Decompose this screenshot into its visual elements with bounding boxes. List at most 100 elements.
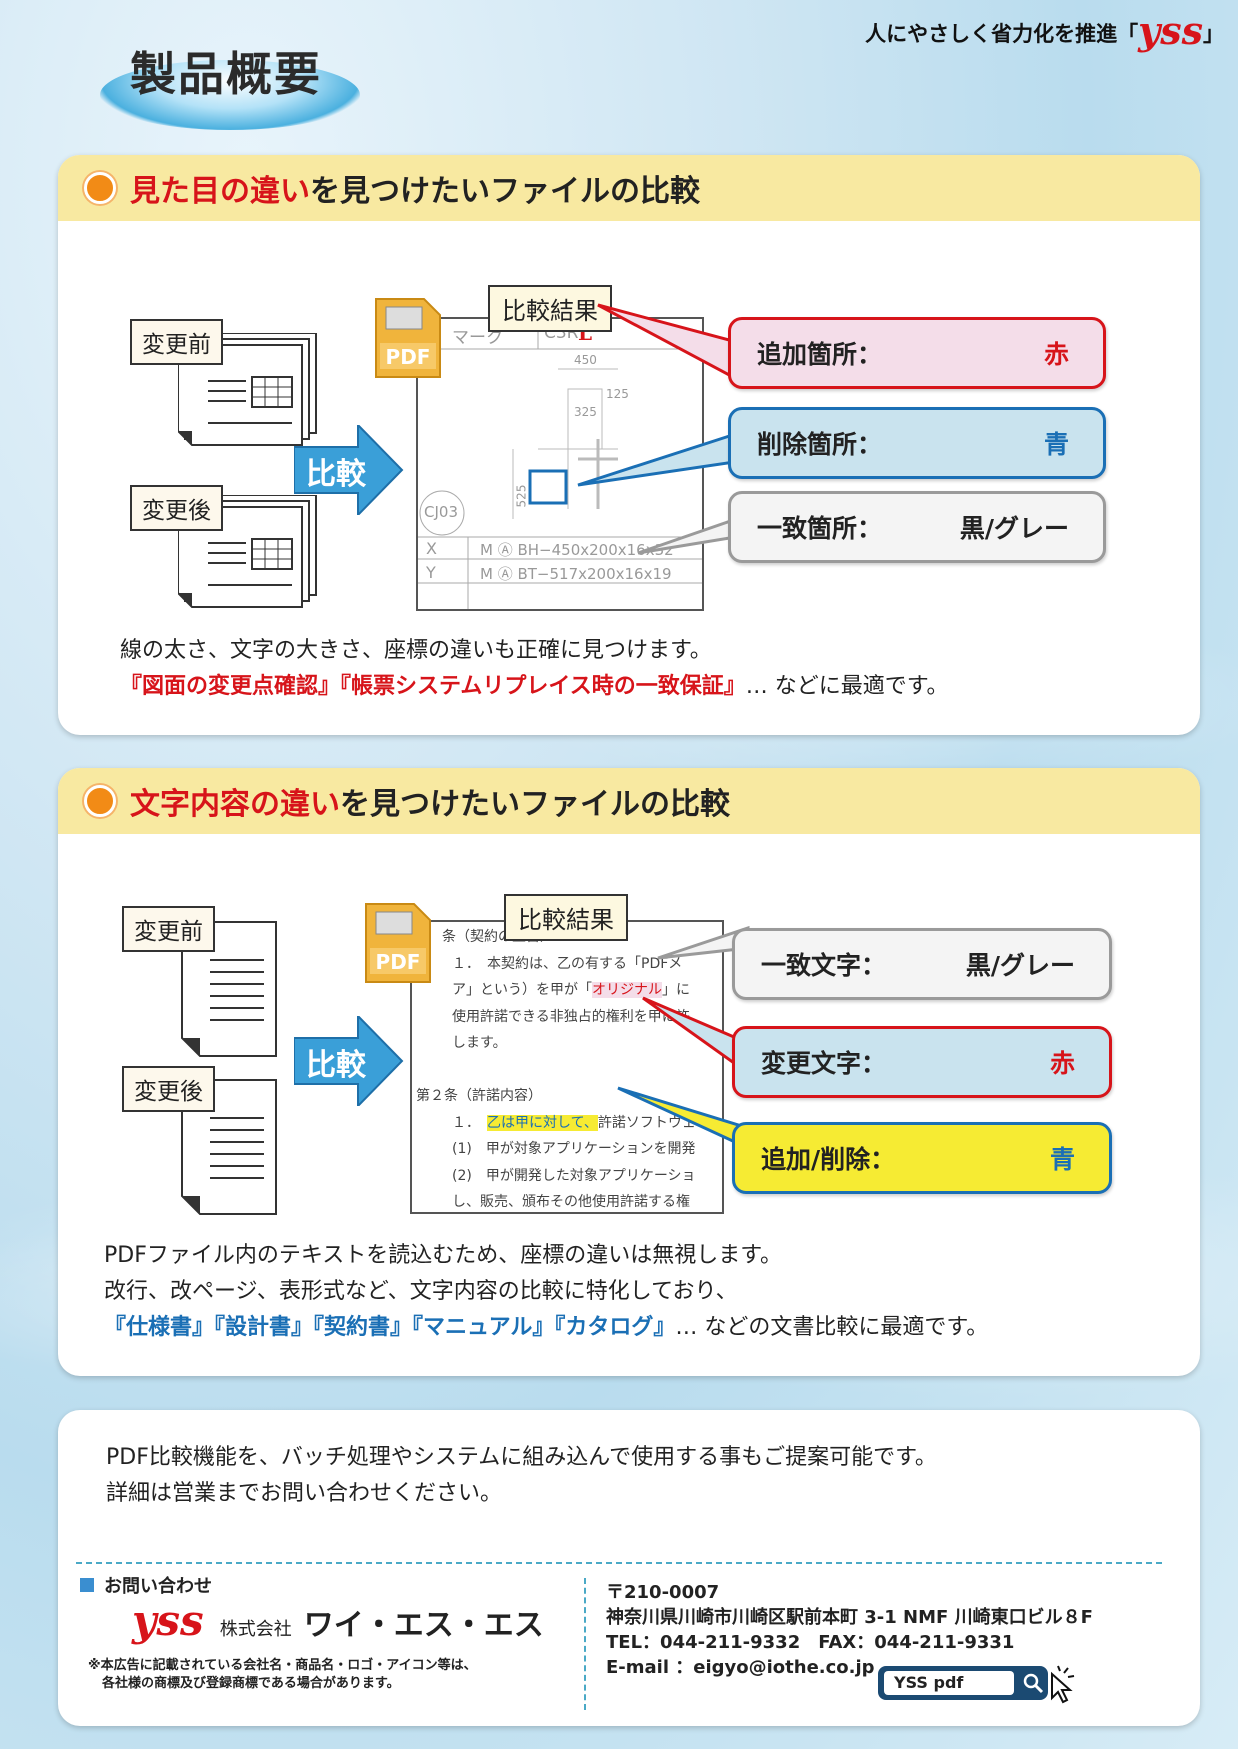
company-name: ワイ・エス・エス — [303, 1608, 544, 1643]
panel-heading-text: 見た目の違いを見つけたいファイルの比較 — [130, 166, 700, 210]
callout-value: 青 — [1043, 430, 1069, 459]
drawing-row-value: M Ⓐ BH−450x200x16x32 — [480, 541, 674, 559]
result-text-line: 第２条（許諾内容） — [416, 1088, 542, 1104]
callout-key: 追加箇所： — [757, 340, 883, 369]
drawing-row-key: X — [426, 539, 437, 558]
slogan: 人にやさしく省力化を推進「yss」 — [865, 8, 1224, 53]
search-box[interactable]: YSS pdf — [878, 1666, 1048, 1700]
callout-value: 青 — [1049, 1145, 1075, 1174]
drawing-document-icon — [178, 333, 317, 446]
description-line: 『仕様書』『設計書』『契約書』『マニュアル』『カタログ』… などの文書比較に最適… — [104, 1310, 988, 1346]
usecase-highlight: 『帳票システムリプレイス時の一致保証』 — [340, 674, 746, 699]
inquiry-heading: お問い合わせ — [80, 1572, 212, 1598]
section1-description: 線の太さ、文字の大きさ、座標の違いも正確に見つけます。 『図面の変更点確認』『帳… — [120, 633, 949, 705]
result-text-line: します。 — [452, 1035, 507, 1051]
address-block: 〒210-0007 神奈川県川崎市川崎区駅前本町 3-1 NMF 川崎東口ビル８… — [606, 1580, 1093, 1680]
callout-matched: 一致箇所： 黒/グレー — [728, 491, 1106, 563]
doctype-highlight: 『契約書』 — [313, 1315, 413, 1340]
slogan-close: 」 — [1203, 22, 1224, 46]
panel-heading: 文字内容の違いを見つけたいファイルの比較 — [58, 768, 1200, 834]
right-arrow-icon — [294, 1016, 404, 1106]
result-text-line: (1) 甲が対象アプリケーションを開発 — [452, 1141, 696, 1157]
drawing-lines — [418, 319, 702, 609]
text-document-icon — [181, 1079, 277, 1215]
description-line: PDFファイル内のテキストを読込むため、座標の違いは無視します。 — [104, 1243, 783, 1268]
yss-logo: yss — [132, 1596, 204, 1645]
result-text-line: ア」という）を甲が「オリジナル」に — [452, 982, 690, 998]
trademark-note: 各社様の商標及び登録商標である場合があります。 — [102, 1676, 400, 1691]
page-title: 製品概要 — [130, 47, 322, 101]
callout-key: 削除箇所： — [757, 430, 883, 459]
callout-deleted: 削除箇所： 青 — [728, 407, 1106, 479]
changed-text-highlight: オリジナル — [592, 982, 662, 998]
result-label: 比較結果 — [504, 894, 628, 941]
result-text-lines: 条（契約の主旨）１． 本契約は、乙の有する「PDFメア」という）を甲が「オリジナ… — [412, 924, 696, 1212]
visual-compare-panel: 見た目の違いを見つけたいファイルの比較 変更前 変更後 比較 — [58, 155, 1200, 735]
description-line: 『図面の変更点確認』『帳票システムリプレイス時の一致保証』… などに最適です。 — [120, 669, 949, 705]
before-label: 変更前 — [130, 319, 223, 365]
company-prefix: 株式会社 — [219, 1619, 292, 1640]
after-label: 変更後 — [130, 485, 223, 531]
divider — [76, 1562, 1162, 1564]
text-compare-panel: 文字内容の違いを見つけたいファイルの比較 変更前 変更後 比較 条（契約の主旨）… — [58, 768, 1200, 1376]
contact-line: 詳細は営業までお問い合わせください。 — [106, 1481, 503, 1506]
heading-highlight: 見た目の違い — [130, 174, 310, 209]
callout-key: 変更文字： — [761, 1049, 887, 1078]
zip-code: 〒210-0007 — [606, 1582, 720, 1603]
description-line: 改行、改ページ、表形式など、文字内容の比較に特化しており、 — [104, 1279, 738, 1304]
after-label: 変更後 — [122, 1066, 215, 1112]
result-text-line: し、販売、頒布その他使用許諾する権 — [452, 1194, 690, 1210]
callout-value: 赤 — [1043, 340, 1069, 369]
divider-vertical — [584, 1578, 586, 1710]
search-icon[interactable] — [1022, 1672, 1044, 1694]
square-bullet-icon — [80, 1578, 94, 1592]
pdf-file-icon: PDF — [375, 298, 441, 378]
doctype-highlight: 『カタログ』 — [554, 1315, 676, 1340]
title-area: 製品概要 — [100, 26, 390, 146]
result-label: 比較結果 — [488, 285, 612, 332]
yss-logo-small: yss — [1138, 8, 1203, 53]
result-text-line: (2) 甲が開発した対象アプリケーショ — [452, 1167, 696, 1184]
drawing-dim: 450 — [574, 353, 597, 367]
compare-arrow: 比較 — [294, 1016, 404, 1106]
contact-panel: PDF比較機能を、バッチ処理やシステムに組み込んで使用する事もご提案可能です。 … — [58, 1410, 1200, 1726]
callout-key: 一致箇所： — [757, 514, 883, 543]
heading-highlight: 文字内容の違い — [130, 787, 340, 822]
compare-arrow-label: 比較 — [306, 1048, 366, 1083]
callout-value: 黒/グレー — [965, 951, 1075, 980]
pdf-file-icon: PDF — [365, 903, 431, 983]
callout-matched-text: 一致文字： 黒/グレー — [732, 928, 1112, 1000]
compare-arrow: 比較 — [294, 425, 404, 515]
drawing-mark-label: マーク — [452, 328, 503, 348]
pdf-icon-label: PDF — [376, 950, 421, 974]
tel-fax: TEL：044-211-9332 FAX：044-211-9331 — [606, 1632, 1015, 1653]
description-tail: … などに最適です。 — [745, 674, 949, 699]
callout-pointers — [617, 925, 750, 1151]
callout-key: 一致文字： — [761, 951, 887, 980]
callout-added-deleted: 追加/削除： 青 — [732, 1122, 1112, 1194]
result-text-line: 使用許諾できる非独占的権利を甲に許 — [452, 1008, 690, 1025]
heading-rest: を見つけたいファイルの比較 — [340, 787, 730, 822]
slogan-text: 人にやさしく省力化を推進「 — [865, 22, 1139, 46]
added-text-highlight: 乙は甲に対して、 — [487, 1114, 598, 1131]
panel-heading: 見た目の違いを見つけたいファイルの比較 — [58, 155, 1200, 221]
section2-description: PDFファイル内のテキストを読込むため、座標の違いは無視します。 改行、改ページ… — [104, 1238, 988, 1346]
company-logo-block: yss 株式会社 ワイ・エス・エス — [132, 1596, 544, 1645]
search-input[interactable]: YSS pdf — [884, 1671, 1014, 1695]
drawing-dim: 125 — [606, 387, 629, 401]
drawing-row-value: M Ⓐ BT−517x200x16x19 — [480, 565, 672, 583]
email[interactable]: E-mail ：eigyo@iothe.co.jp — [606, 1657, 875, 1678]
orange-bullet-icon — [84, 172, 116, 204]
callout-value: 黒/グレー — [959, 514, 1069, 543]
compare-arrow-label: 比較 — [306, 457, 366, 492]
trademark-note: ※本広告に記載されている会社名・商品名・ロゴ・アイコン等は、 — [88, 1658, 477, 1673]
heading-rest: を見つけたいファイルの比較 — [310, 174, 700, 209]
orange-bullet-icon — [84, 785, 116, 817]
water-splash-graphic — [100, 60, 360, 130]
panel-heading-text: 文字内容の違いを見つけたいファイルの比較 — [130, 779, 730, 823]
drawing-row-key: Y — [426, 563, 436, 582]
result-text-line: １． 本契約は、乙の有する「PDFメ — [452, 955, 683, 972]
callout-value: 赤 — [1049, 1049, 1075, 1078]
result-text-line: １． 乙は甲に対して、許諾ソフトウェ — [452, 1114, 696, 1131]
callout-key: 追加/削除： — [761, 1145, 896, 1174]
